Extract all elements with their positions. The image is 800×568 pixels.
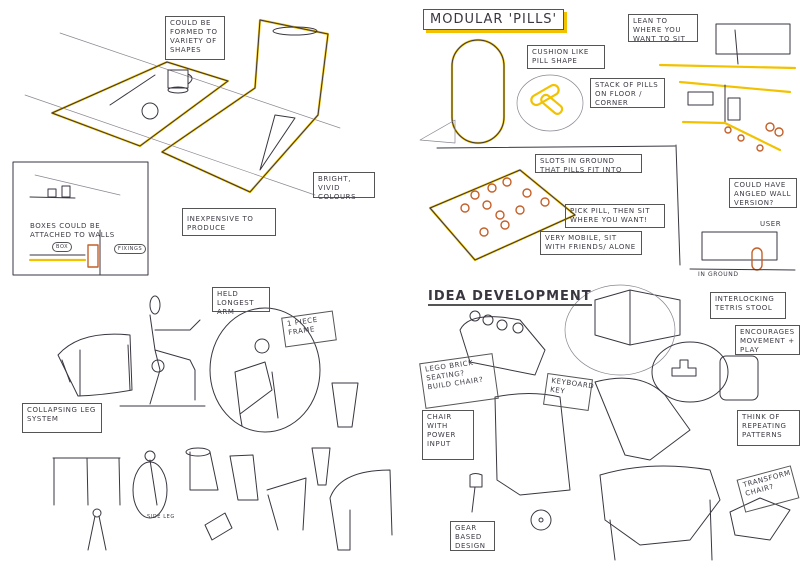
note-movement-play: Encourages movement + play xyxy=(735,325,800,355)
label-side-leg: Side leg xyxy=(147,514,175,520)
note-collapsing-leg: Collapsing leg system xyxy=(22,403,102,433)
note-variety-of-shapes: Could be formed to variety of shapes xyxy=(165,16,225,60)
pills-sketch xyxy=(419,23,797,271)
note-keyboard-key: Keyboard key xyxy=(542,372,595,412)
note-stack-of-pills: Stack of pills on floor / corner xyxy=(590,78,665,108)
note-gear-design: Gear based design xyxy=(450,521,495,551)
note-repeating-patterns: Think of repeating patterns xyxy=(737,410,800,446)
note-power-input: Chair with power input xyxy=(422,410,474,460)
note-boxes-walls: Boxes could be attached to walls xyxy=(30,222,115,239)
bench-sketch xyxy=(24,18,341,196)
label-in-ground: In ground xyxy=(698,271,739,278)
note-held-longest-arm: Held longest arm xyxy=(212,287,270,316)
title-idea-development: Idea development xyxy=(428,289,592,306)
label-box: Box xyxy=(52,242,73,252)
note-tetris-stool: Interlocking tetris stool xyxy=(710,292,786,319)
note-very-mobile: Very mobile, sit with friends/ alone xyxy=(540,231,642,255)
note-angled-wall: Could have angled wall version? xyxy=(729,178,797,208)
note-bright-colours: Bright, vivid colours xyxy=(313,172,375,201)
idea-development-sketches xyxy=(459,284,791,561)
stool-sketches xyxy=(52,295,393,551)
note-pick-pill: Pick pill, then sit where you want! xyxy=(565,204,665,228)
label-user: User xyxy=(760,220,782,228)
note-inexpensive: Inexpensive to produce xyxy=(182,208,276,236)
wall-box-inset xyxy=(12,161,149,276)
note-slots: Slots in ground that pills fit into xyxy=(535,154,642,174)
note-lean: Lean to where you want to sit xyxy=(628,14,698,43)
title-modular-pills: Modular 'Pills' xyxy=(423,9,565,30)
label-fixings: Fixings xyxy=(114,244,147,254)
note-cushion-pill: Cushion like pill shape xyxy=(527,45,605,69)
